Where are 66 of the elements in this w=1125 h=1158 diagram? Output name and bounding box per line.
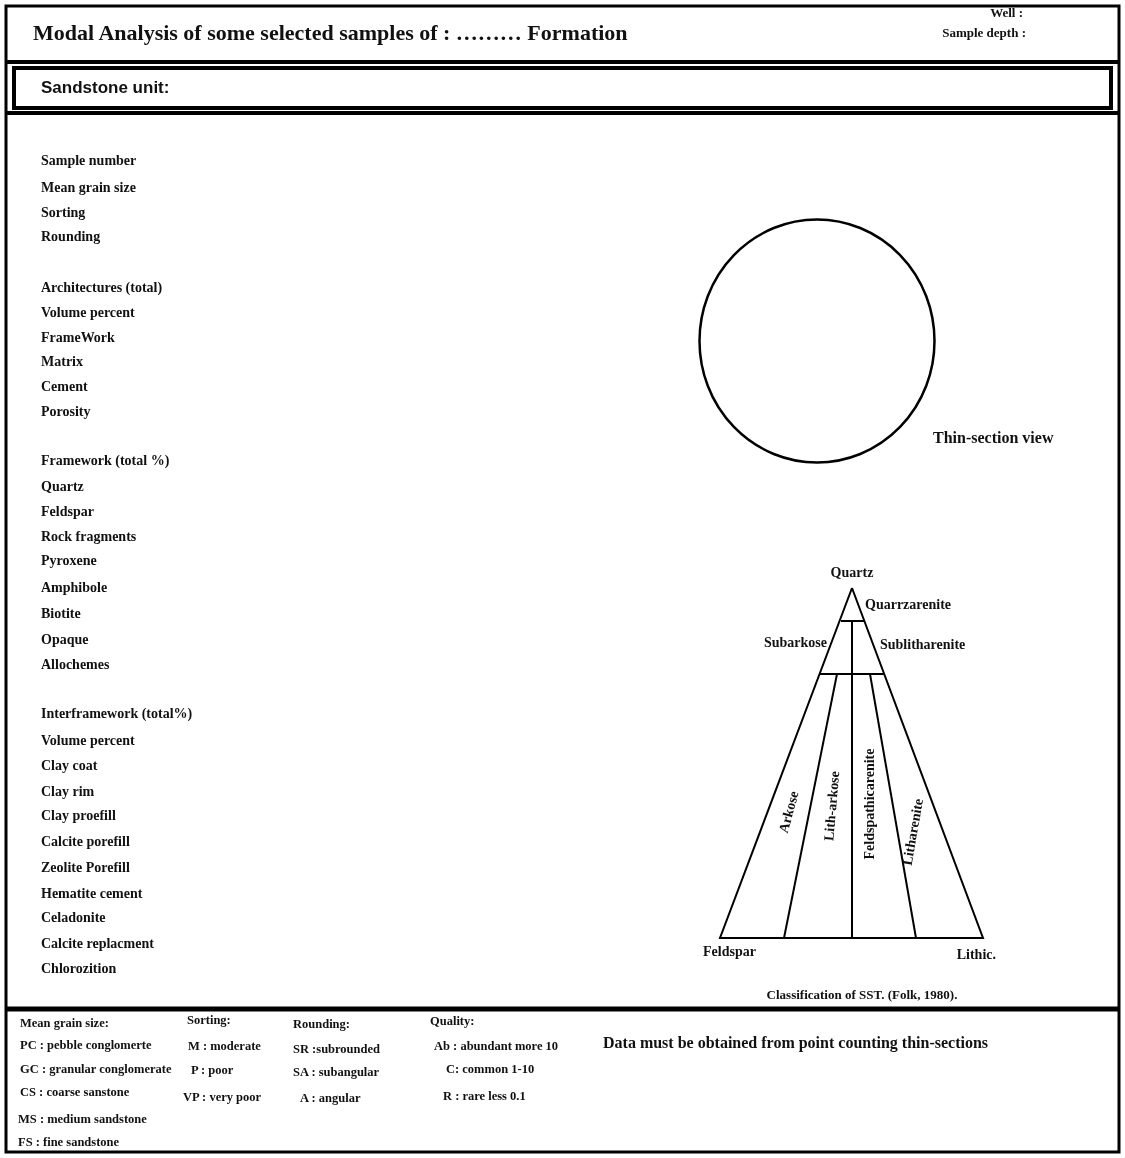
row-label: Sorting	[41, 205, 86, 221]
row-label: Rounding	[41, 229, 101, 245]
legend-entry: SA : subangular	[293, 1066, 380, 1080]
row-label: Rock fragments	[41, 529, 137, 545]
field-name: Lith-arkose	[821, 770, 843, 842]
title: Modal Analysis of some selected samples of : ……… Formation	[33, 20, 628, 46]
legend-heading: Mean grain size:	[20, 1017, 109, 1031]
field-name: Litharenite	[899, 797, 927, 867]
field-name: Sublitharenite	[880, 637, 966, 653]
legend-entry: CS : coarse sanstone	[20, 1086, 130, 1100]
row-label: Biotite	[41, 606, 81, 622]
apex-label: Feldspar	[703, 944, 756, 960]
row-label: Zeolite Porefill	[41, 860, 130, 876]
row-label: Volume percent	[41, 733, 135, 749]
legend-entry: PC : pebble conglomerte	[20, 1039, 152, 1053]
row-label: Pyroxene	[41, 553, 97, 569]
legend-entry: P : poor	[191, 1064, 234, 1078]
row-label: Clay coat	[41, 758, 98, 774]
legend-entry: MS : medium sandstone	[18, 1113, 147, 1127]
row-label: Clay rim	[41, 784, 95, 800]
row-label: Matrix	[41, 354, 83, 370]
apex-label: Lithic.	[956, 947, 996, 963]
row-label: Hematite cement	[41, 886, 143, 902]
row-label: Clay proefill	[41, 808, 116, 824]
legend-entry: C: common 1-10	[446, 1063, 535, 1077]
row-label: Cement	[41, 379, 88, 395]
row-label: Amphibole	[41, 580, 108, 596]
section-heading: Sandstone unit:	[41, 78, 170, 98]
header-field: Well :	[990, 5, 1023, 21]
row-label: Mean grain size	[41, 180, 136, 196]
legend-entry: SR :subrounded	[293, 1043, 380, 1057]
field-name: Arkose	[776, 789, 802, 835]
group-heading: Sample number	[41, 153, 137, 169]
section-band	[12, 66, 1113, 110]
legend-entry: Ab : abundant more 10	[434, 1040, 559, 1054]
group-heading: Framework (total %)	[41, 453, 170, 469]
legend-heading: Quality:	[430, 1015, 475, 1029]
row-label: Porosity	[41, 404, 91, 420]
row-label: Celadonite	[41, 910, 106, 926]
row-label: FrameWork	[41, 330, 115, 346]
row-label: Allochemes	[41, 657, 110, 673]
header-field: Sample depth :	[942, 25, 1026, 41]
legend-entry: GC : granular conglomerate	[20, 1063, 172, 1077]
view-caption: Thin-section view	[933, 429, 1054, 447]
row-label: Quartz	[41, 479, 84, 495]
field-name: Feldspathicarenite	[862, 748, 878, 860]
legend-entry: A : angular	[300, 1092, 361, 1106]
field-name: Quarrzarenite	[865, 597, 952, 613]
legend-heading: Rounding:	[293, 1018, 350, 1032]
row-label: Feldspar	[41, 504, 94, 520]
row-label: Calcite replacment	[41, 936, 154, 952]
row-label: Opaque	[41, 632, 89, 648]
apex-label: Quartz	[830, 565, 874, 581]
row-label: Calcite porefill	[41, 834, 130, 850]
legend-heading: Sorting:	[187, 1014, 231, 1028]
figure-caption: Classification of SST. (Folk, 1980).	[766, 987, 958, 1003]
group-heading: Interframework (total%)	[41, 706, 193, 722]
legend-entry: M : moderate	[188, 1040, 261, 1054]
group-heading: Architectures (total)	[41, 280, 163, 296]
field-name: Subarkose	[763, 635, 827, 651]
legend-entry: R : rare less 0.1	[443, 1090, 526, 1104]
note: Data must be obtained from point counting thin-sections	[603, 1034, 989, 1052]
row-label: Volume percent	[41, 305, 135, 321]
legend-entry: VP : very poor	[183, 1091, 262, 1105]
row-label: Chlorozition	[41, 961, 117, 977]
legend-entry: FS : fine sandstone	[18, 1136, 120, 1150]
